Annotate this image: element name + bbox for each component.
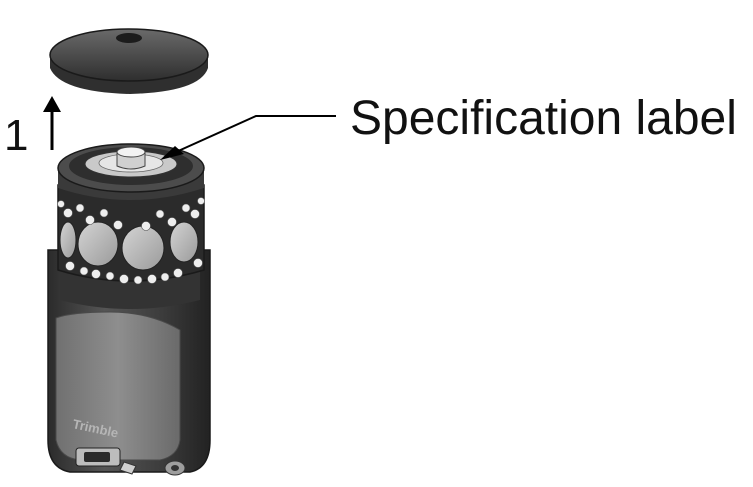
- up-arrow-icon: [43, 96, 61, 150]
- specification-label-text: Specification label: [350, 92, 737, 145]
- device-body: Trimble: [47, 249, 211, 476]
- step-number: 1: [4, 111, 28, 160]
- callout-arrowhead-icon: [160, 146, 184, 160]
- callout-leader-line: [175, 115, 336, 153]
- removed-cap: [49, 28, 209, 94]
- specification-label-callout: Specification label: [160, 92, 737, 160]
- sensor-ring: [57, 143, 205, 285]
